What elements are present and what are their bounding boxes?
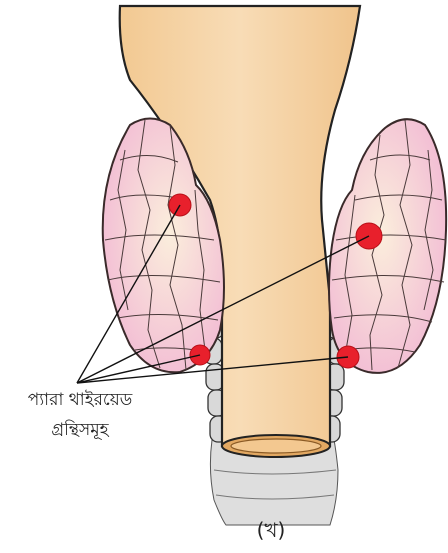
trachea-opening	[222, 435, 330, 457]
thyroid-right-lobe	[329, 119, 446, 373]
parathyroid-label-line1: প্যারা থাইরয়েড	[28, 390, 133, 410]
figure-caption: (খ)	[257, 518, 286, 542]
parathyroid-label-line2: গ্রন্থিসমূহ	[51, 419, 109, 440]
